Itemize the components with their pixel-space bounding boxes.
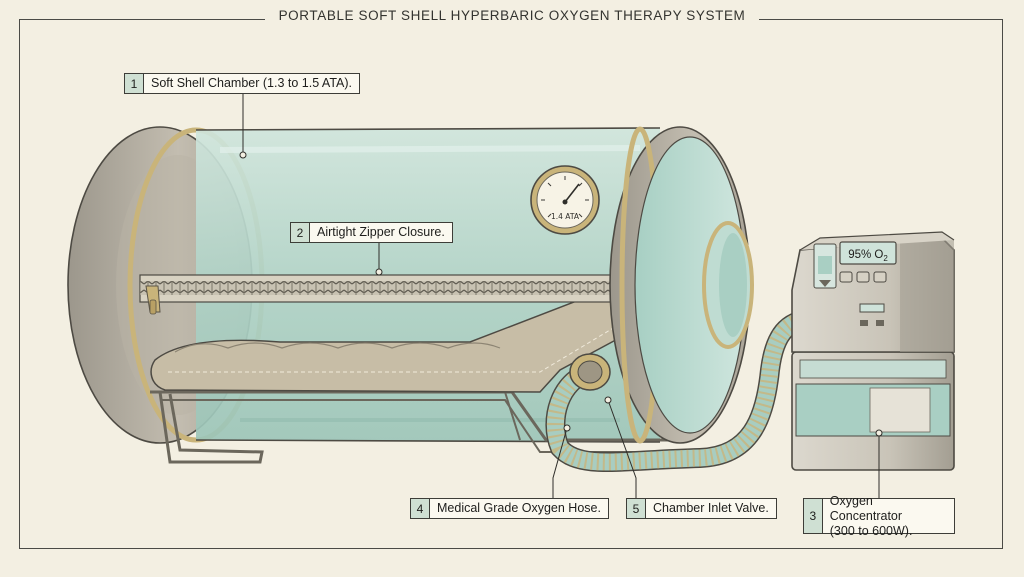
callout-text-line1: Oxygen Concentrator [829, 493, 903, 523]
concentrator-display: 95% O2 [848, 249, 888, 263]
callout-number: 5 [627, 499, 646, 518]
callout-text: Airtight Zipper Closure. [317, 225, 445, 239]
concentrator-display-subscript: 2 [883, 254, 888, 263]
callout-number: 1 [125, 74, 144, 93]
callout-oxygen-concentrator: 3 Oxygen Concentrator (300 to 600W). [803, 494, 955, 538]
callout-soft-shell-chamber: 1 Soft Shell Chamber (1.3 to 1.5 ATA). [124, 73, 361, 94]
pressure-gauge [530, 165, 600, 235]
callout-text: Chamber Inlet Valve. [653, 501, 769, 515]
diagram-frame [19, 19, 1003, 549]
callout-text: Medical Grade Oxygen Hose. [437, 501, 601, 515]
gauge-reading: 1.4 ATA [551, 212, 580, 221]
diagram-title-text: PORTABLE SOFT SHELL HYPERBARIC OXYGEN TH… [264, 8, 760, 23]
callout-number: 2 [291, 223, 310, 242]
callout-text: Oxygen Concentrator (300 to 600W). [823, 494, 954, 538]
callout-oxygen-hose: 4 Medical Grade Oxygen Hose. [410, 498, 609, 519]
diagram-title: PORTABLE SOFT SHELL HYPERBARIC OXYGEN TH… [0, 8, 1024, 23]
concentrator-display-value: 95% O [848, 249, 883, 261]
callout-text: Soft Shell Chamber (1.3 to 1.5 ATA). [151, 76, 353, 90]
callout-text-line2: (300 to 600W). [829, 523, 913, 538]
chamber-right-end-cap [609, 126, 754, 444]
callout-airtight-zipper: 2 Airtight Zipper Closure. [290, 222, 453, 243]
oxygen-concentrator-unit [791, 231, 955, 471]
oxygen-hose [545, 308, 830, 472]
callout-inlet-valve: 5 Chamber Inlet Valve. [626, 498, 777, 519]
callout-number: 4 [411, 499, 430, 518]
callout-number: 3 [804, 499, 823, 533]
leader-dots [239, 151, 883, 437]
